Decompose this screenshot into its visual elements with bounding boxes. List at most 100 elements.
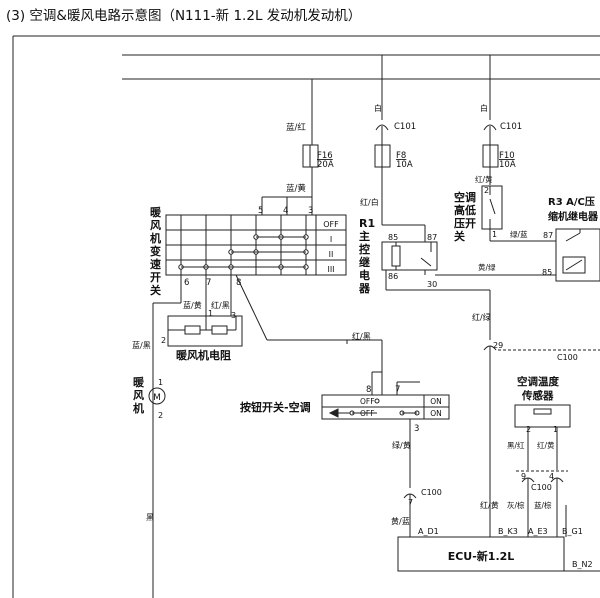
switch-pos-3: III — [327, 265, 334, 274]
pressure-switch-pin-2: 2 — [484, 186, 489, 195]
connector-pin-7: 7 — [408, 498, 413, 507]
ac-button-label: 按钮开关-空调 — [240, 400, 311, 414]
connector-c100-a: C100 — [421, 488, 442, 497]
resistor-pin-2: 2 — [161, 336, 166, 345]
ac-button-switch: 红/黑 8 7 OFF ON OFF ON 按钮开关-空调 3 绿/黄 7 C1… — [240, 331, 450, 537]
fuse-f16-id: F16 — [317, 151, 333, 161]
blower-motor: M 1 2 暖风机 黑 — [133, 375, 166, 522]
fuse-f8-rating: 10A — [396, 160, 413, 170]
wire-label-btn-feed: 红/黑 — [352, 331, 371, 341]
wire-label-sensor-c100-right: 蓝/棕 — [534, 500, 552, 510]
wire-label-relay-in: 红/白 — [360, 197, 379, 207]
blower-switch-pin-3: 3 — [308, 206, 313, 216]
blower-switch-pin-4: 4 — [283, 206, 288, 216]
ac-relay-pin-87: 87 — [543, 231, 553, 240]
ac-temp-sensor: 空调温度 传感器 2 1 黑/红 红/黄 9 4 C100 灰/棕 蓝/棕 — [507, 375, 571, 537]
temp-sensor-pin-2: 2 — [526, 425, 531, 434]
ac-compressor-relay: R3 A/C压 缩机继电器 87 85 黄/绿 — [435, 196, 600, 282]
motor-pin-1: 1 — [158, 378, 163, 387]
fuse-f8-id: F8 — [396, 151, 406, 161]
ecu-pin-ad1: A_D1 — [418, 527, 439, 536]
fuse-f10-rating: 10A — [499, 160, 516, 170]
connector-c101-a: C101 — [394, 122, 416, 132]
fuse-f10-id: F10 — [499, 151, 515, 161]
blower-switch-pin-8: 8 — [236, 278, 241, 288]
wire-label-ecu-ad1: 黄/蓝 — [391, 516, 410, 526]
pressure-switch-body — [481, 185, 503, 230]
blower-resistor-label: 暖风机电阻 — [176, 348, 231, 362]
connector-pin-29: 29 — [493, 341, 503, 350]
ecu-pin-bk3: B_K3 — [498, 527, 518, 536]
wire-label-sensor-right: 红/黄 — [537, 440, 555, 450]
wire-label-blower-feed: 蓝/黑 — [132, 340, 151, 350]
pressure-switch-circuit: 白 C101 F10 10A 红/黄 2 1 空调高低压开关 绿/蓝 — [454, 55, 556, 243]
connector-c100-c: C100 — [531, 483, 552, 492]
resistor-pin-1: 1 — [208, 309, 213, 318]
wire-label-btn-out: 绿/黄 — [392, 440, 411, 450]
wire-label-red-green: 红/绿 — [472, 312, 491, 322]
fuse-f16-rating: 20A — [317, 160, 334, 170]
blower-speed-switch: OFF I II III 5 4 3 6 7 8 暖风机变速开关 — [150, 205, 347, 297]
ac-relay-label-1: R3 A/C压 — [548, 196, 595, 208]
blower-switch-pin-6: 6 — [184, 278, 189, 288]
motor-pin-2: 2 — [158, 411, 163, 420]
switch-pos-2: II — [329, 250, 334, 259]
wire-label-c101-b: 白 — [480, 103, 488, 113]
ac-relay-label-2: 缩机继电器 — [548, 210, 599, 223]
switch-pos-off: OFF — [323, 220, 339, 229]
connector-pin-4: 4 — [549, 472, 554, 481]
wire-label-ecu-bk3: 红/黄 — [480, 500, 499, 510]
wire-label-sensor-c100-left: 灰/棕 — [507, 500, 525, 510]
button-pin-3: 3 — [414, 424, 419, 434]
fuse-f16-circuit: 蓝/红 F16 20A 蓝/黄 — [261, 79, 334, 215]
temp-sensor-label-2: 传感器 — [521, 389, 554, 402]
button-state-off-1: OFF — [360, 397, 375, 406]
button-state-on-2: ON — [430, 409, 442, 418]
ecu-pin-bn2: B_N2 — [572, 560, 593, 569]
resistor-pin-3: 3 — [231, 311, 236, 320]
button-state-on-1: ON — [430, 397, 442, 406]
wire-label-res-left: 蓝/黄 — [183, 300, 202, 310]
page-title: (3) 空调&暖风电路示意图（N111-新 1.2L 发动机发动机） — [6, 7, 361, 24]
temp-sensor-body — [514, 404, 571, 428]
wire-label-res-right: 红/黑 — [211, 300, 230, 310]
wire-label-ground: 黑 — [146, 513, 154, 522]
blower-motor-symbol — [148, 387, 166, 405]
ecu-pin-bg1: B_G1 — [562, 527, 583, 536]
blower-motor-label: 暖风机 — [133, 375, 145, 415]
ac-relay-pin-85: 85 — [542, 268, 552, 277]
blower-resistor: 蓝/黄 红/黑 1 2 3 暖风机电阻 蓝/黑 — [132, 274, 382, 598]
switch-pos-1: I — [330, 235, 332, 244]
wire-label-f16-out: 蓝/黄 — [286, 183, 306, 194]
wire-label-f16-top: 蓝/红 — [286, 122, 306, 133]
relay-pin-85: 85 — [388, 233, 398, 242]
relay-pin-86: 86 — [388, 272, 398, 281]
wire-label-ps-top: 红/黄 — [475, 174, 493, 184]
ecu-pin-ae3: A_E3 — [528, 527, 548, 536]
blower-switch-pin-7: 7 — [206, 278, 211, 288]
wire-label-ps-out: 绿/蓝 — [510, 229, 528, 239]
button-pin-7: 7 — [395, 385, 400, 395]
main-relay-body — [381, 241, 438, 271]
ecu-label: ECU-新1.2L — [448, 549, 515, 563]
connector-c100-b: C100 — [557, 353, 578, 362]
relay-to-ecu-wire: 红/绿 29 红/黄 C100 — [472, 290, 600, 537]
ac-relay-body — [555, 228, 600, 282]
wire-label-sensor-left: 黑/红 — [507, 440, 525, 450]
pressure-switch-label: 空调高低压开关 — [454, 190, 476, 243]
wire-label-c101-a: 白 — [374, 103, 382, 113]
power-bus — [122, 54, 600, 80]
blower-switch-label: 暖风机变速开关 — [150, 205, 162, 297]
ecu-body — [397, 536, 565, 572]
blower-motor-m: M — [153, 393, 161, 403]
relay-pin-87: 87 — [427, 233, 437, 242]
diagram-frame — [12, 35, 600, 598]
temp-sensor-label-1: 空调温度 — [517, 375, 559, 388]
relay-pin-30: 30 — [427, 280, 437, 289]
temp-sensor-pin-1: 1 — [553, 425, 558, 434]
connector-c101-b: C101 — [500, 122, 522, 132]
ecu-module: ECU-新1.2L A_D1 B_K3 A_E3 B_G1 B_N2 — [397, 527, 600, 572]
